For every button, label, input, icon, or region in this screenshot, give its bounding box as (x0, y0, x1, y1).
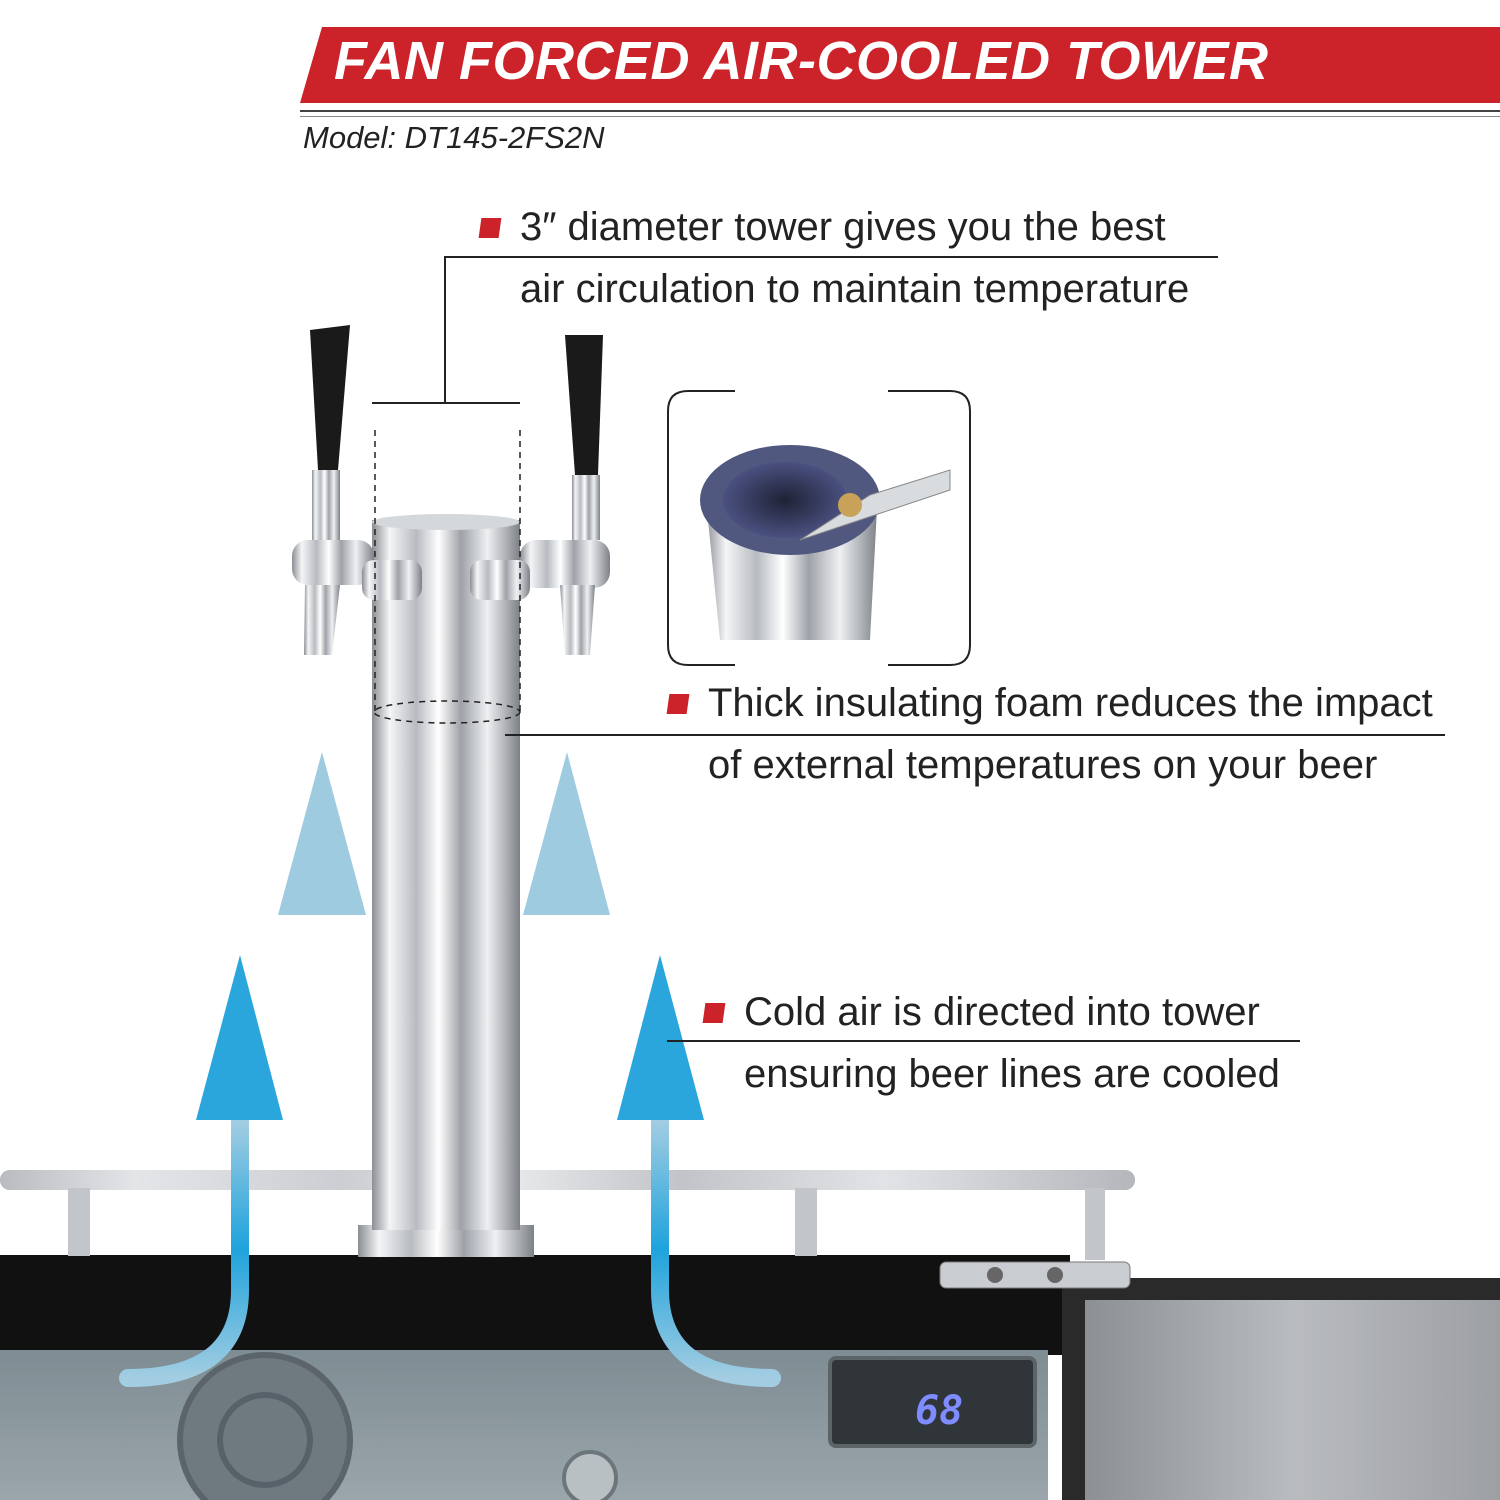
arrow-head-1 (196, 955, 283, 1120)
thermostat-panel (828, 1356, 1037, 1448)
hinge (939, 1261, 1131, 1289)
airflow-arrow-4 (651, 1111, 781, 1387)
callout-line-1: Thick insulating foam reduces the impact (708, 681, 1433, 725)
foam-inset-photo (667, 390, 971, 666)
steel-door (1085, 1300, 1500, 1500)
leader-line (444, 256, 446, 404)
thermostat-display: 68 (915, 1388, 964, 1434)
callout-line-2: ensuring beer lines are cooled (744, 1052, 1280, 1096)
arrow-head-3 (523, 752, 610, 915)
bullet-icon (666, 694, 690, 714)
bullet-icon (478, 218, 502, 238)
callout-insulating-foam: Thick insulating foam reduces the impact… (666, 672, 1433, 796)
pressure-gauge (562, 1450, 618, 1500)
airflow-arrow-1 (119, 1111, 249, 1387)
arrow-head-4 (617, 955, 704, 1120)
callout-line-1: Cold air is directed into tower (744, 990, 1260, 1034)
callout-line-1: 3″ diameter tower gives you the best (520, 205, 1166, 249)
arrow-head-2 (278, 752, 366, 915)
tap-handle-right (565, 335, 603, 475)
leader-line (667, 1040, 1300, 1042)
callout-line-2: of external temperatures on your beer (708, 743, 1378, 787)
leader-line (445, 256, 1218, 258)
model-number: Model: DT145-2FS2N (303, 120, 605, 155)
leader-line (505, 734, 1445, 736)
kegerator-top (0, 1255, 1070, 1355)
beer-tower (292, 325, 610, 1257)
diameter-indicator (372, 402, 521, 724)
callout-tower-diameter: 3″ diameter tower gives you the best air… (478, 196, 1190, 320)
bullet-icon (702, 1003, 726, 1023)
header-divider (300, 110, 1500, 117)
callout-cold-air: Cold air is directed into tower ensuring… (702, 981, 1280, 1105)
airflow-arrows (119, 752, 781, 1389)
tap-handle-left (310, 325, 350, 470)
fan-icon (177, 1352, 353, 1500)
page-title: FAN FORCED AIR-COOLED TOWER (334, 31, 1269, 91)
title-banner (300, 27, 1500, 103)
callout-line-2: air circulation to maintain temperature (520, 267, 1190, 311)
